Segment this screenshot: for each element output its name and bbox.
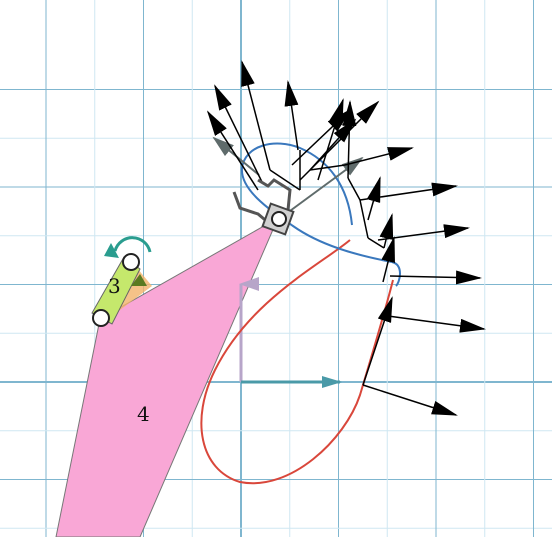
rotation-arrowhead [104,243,119,258]
link-4-body [55,216,280,537]
blue-trajectory [240,142,401,287]
link-3-label: 3 [108,274,121,298]
joint-upper [122,253,140,271]
link-3-wedge [131,274,147,286]
link-4-label: 4 [137,402,150,426]
end-effector-joint [271,211,287,227]
velocity-vector-field [206,60,486,416]
gripper-icon [232,178,295,236]
joint-lower [92,309,110,327]
rotation-ccw-arrow-icon [113,236,152,253]
